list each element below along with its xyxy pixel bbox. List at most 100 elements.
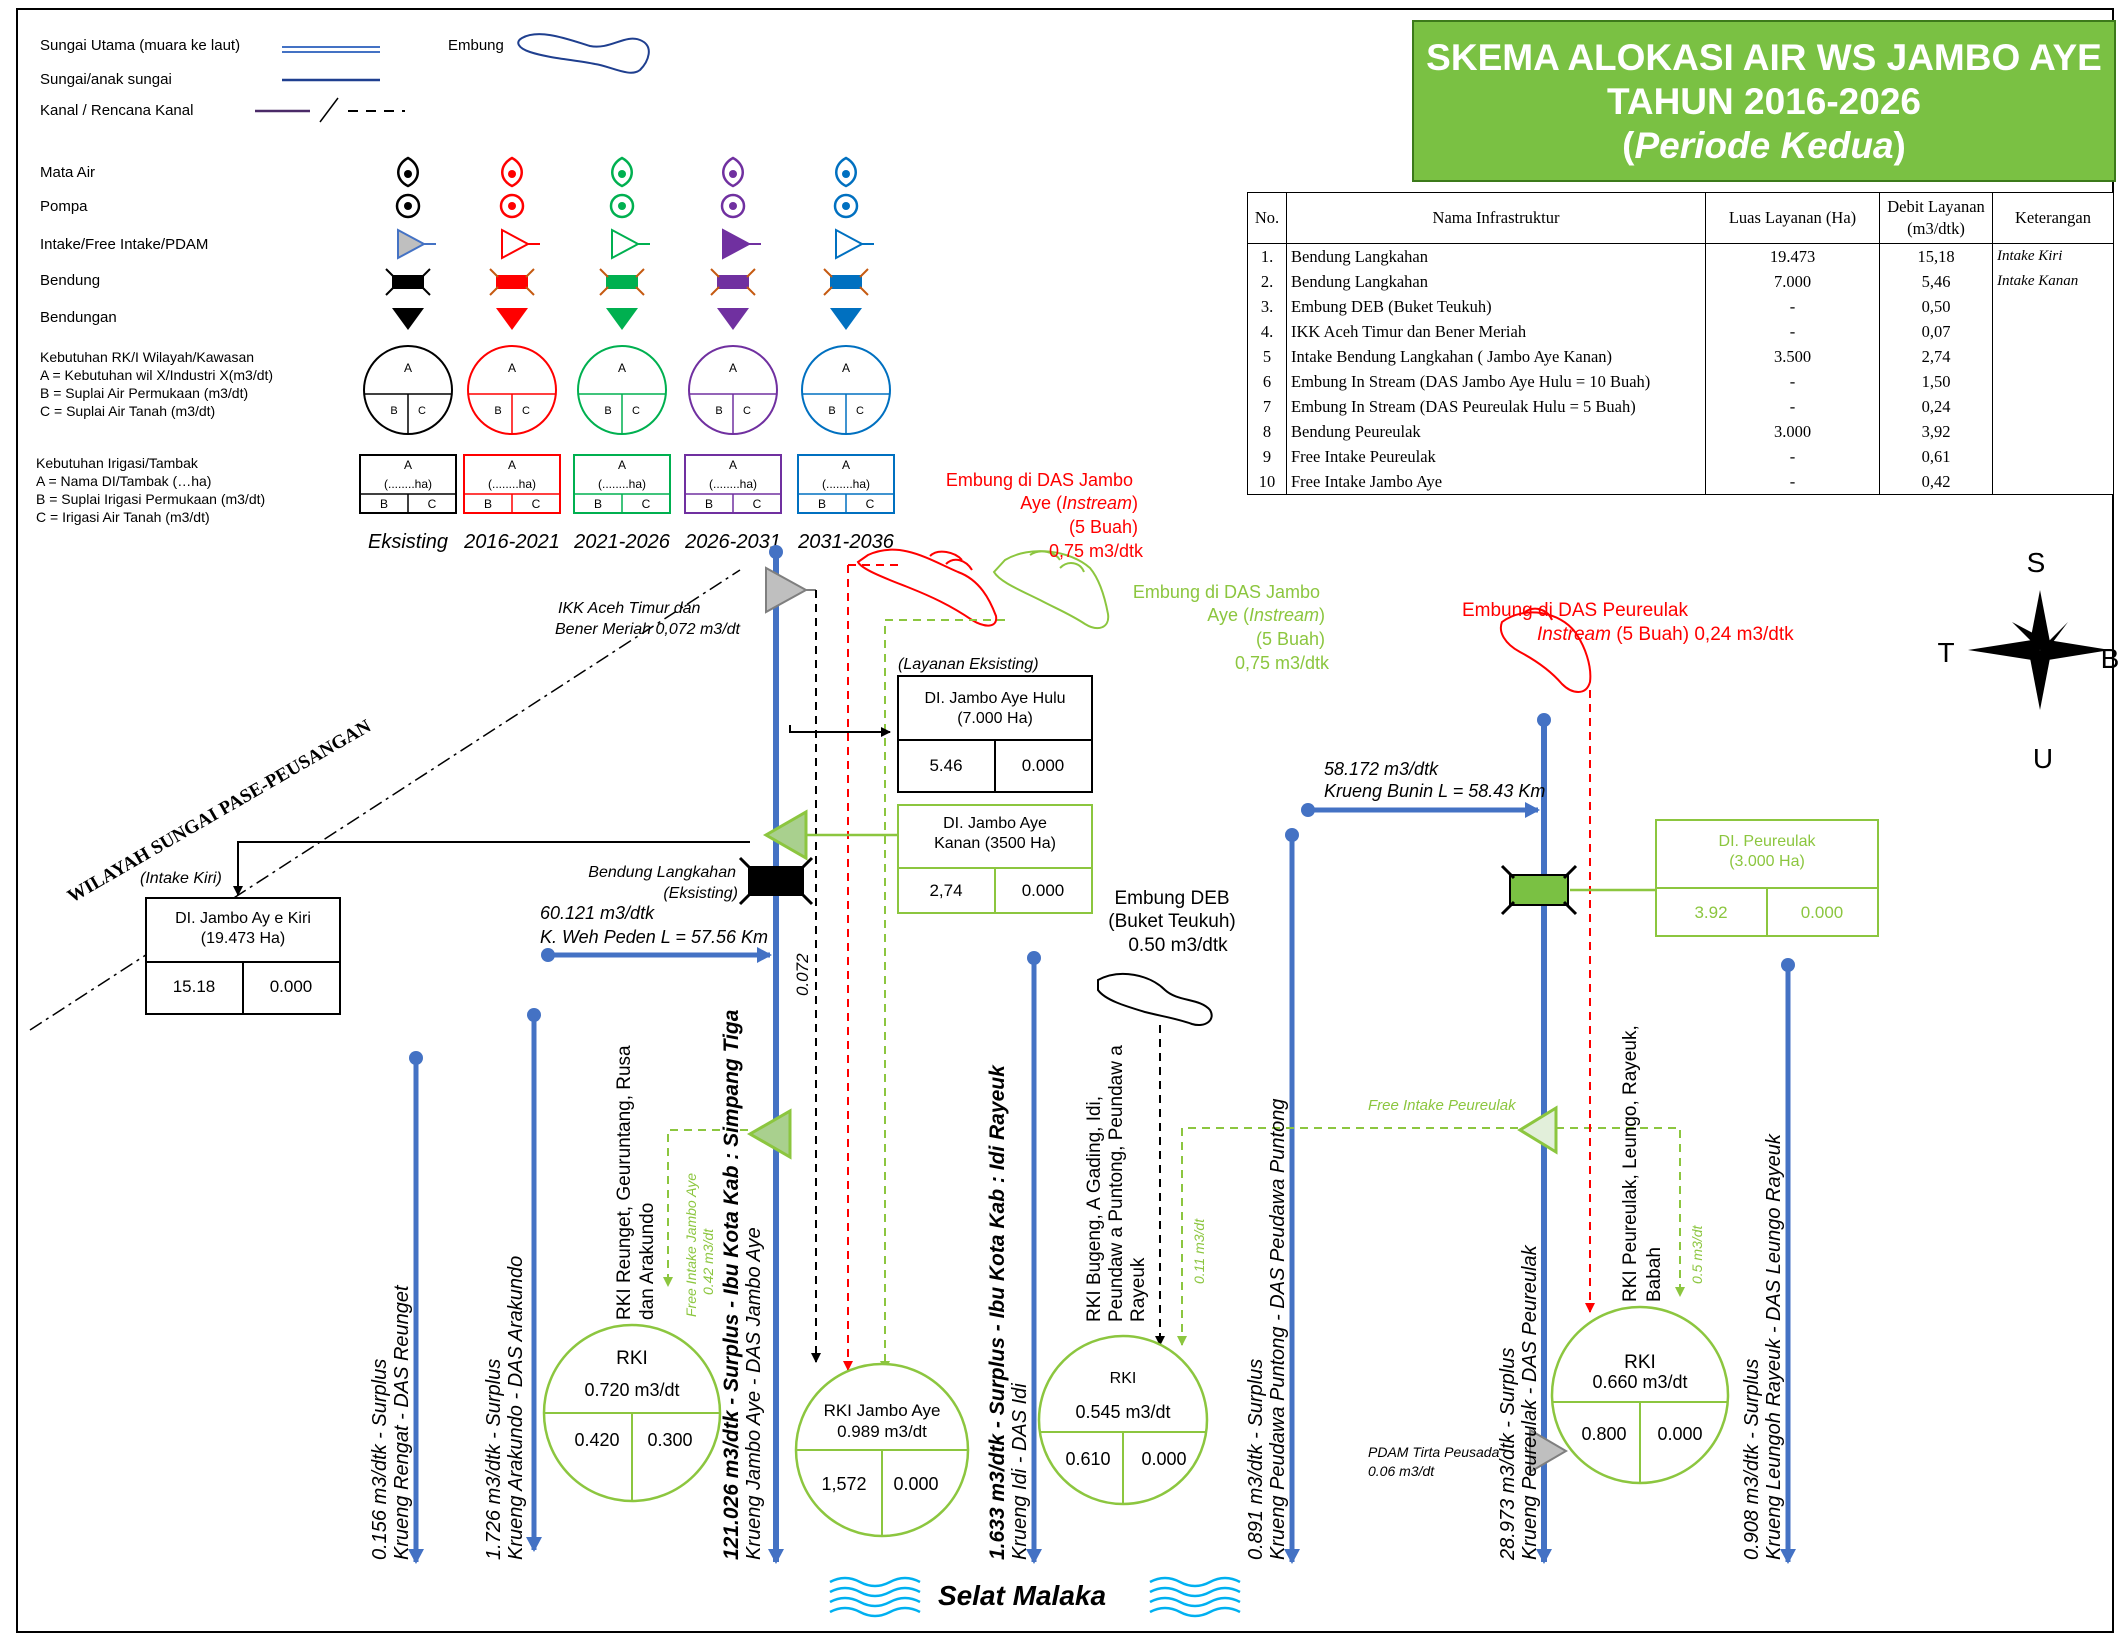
legend-kanal-label: Kanal / Rencana Kanal — [40, 102, 193, 119]
legend-kanal-slash — [319, 97, 339, 123]
embung-jambo-red-line-2b: Instream — [1062, 493, 1132, 513]
di-jambo-hulu-b: 5.46 — [929, 756, 962, 775]
rki-legend-b: B — [390, 405, 397, 417]
embung-deb-label-3: 0.50 m3/dtk — [1128, 935, 1228, 956]
flow-to-di-hulu — [789, 725, 891, 737]
table-cell-no: 2. — [1247, 269, 1287, 294]
table-cell-keterangan — [1992, 344, 2114, 369]
legend-period-label: 2026-2031 — [684, 531, 781, 553]
weh-label-1: 60.121 m3/dtk — [540, 903, 655, 923]
rki-reunget-c: 0.300 — [647, 1430, 692, 1450]
intake-icon — [611, 228, 641, 260]
pompa-icon — [499, 193, 525, 219]
mata-air-dot — [508, 170, 516, 178]
legend-bendung-label: Bendung — [40, 272, 100, 289]
di-jambo-kanan-area: Kanan (3500 Ha) — [934, 835, 1056, 852]
rki-jambo-aye-a: 0.989 m3/dt — [837, 1422, 927, 1441]
compass-u: U — [2033, 743, 2053, 774]
pompa-dot — [729, 202, 737, 210]
legend-period-label: Eksisting — [368, 531, 448, 553]
rki-legend-a: A — [508, 361, 516, 375]
rki-jambo-aye: RKI Jambo Aye 0.989 m3/dt 1,572 0.000 — [794, 1362, 970, 1538]
river-label-4-2: Krueng Peudawa Puntong - DAS Peudawa Pun… — [1267, 1099, 1289, 1560]
table-row: 3.Embung DEB (Buket Teukuh)-0,50 — [1247, 294, 2114, 319]
embung-jambo-green-line-1: Embung di DAS Jambo — [1133, 582, 1320, 602]
river-peudawa-source — [1285, 828, 1299, 842]
rki-legend-a: A — [618, 361, 626, 375]
river-arakundo-source — [527, 1008, 541, 1022]
table-cell-debit: 0,61 — [1879, 444, 1993, 469]
river-label-1-2: Krueng Arakundo - DAS Arakundo — [505, 1256, 527, 1560]
irr-legend-ha: (........ha) — [488, 477, 536, 491]
table-cell-no: 1. — [1247, 243, 1287, 269]
di-jambo-kiri-name: DI. Jambo Ay e Kiri — [175, 910, 311, 927]
rki-peureulak-b: 0.800 — [1581, 1424, 1626, 1444]
rki-legend-a: A — [729, 361, 737, 375]
river-label-5-2: Krueng Peureulak - DAS Peureulak — [1519, 1244, 1541, 1560]
di-jambo-kiri-b: 15.18 — [173, 977, 216, 996]
rki-legend-b: B — [715, 405, 722, 417]
pompa-icon — [720, 193, 746, 219]
legend-bendungan-label: Bendungan — [40, 309, 117, 326]
rki-legend-c: C — [632, 405, 640, 417]
rki-legend-b: B — [494, 405, 501, 417]
table-cell-debit: 1,50 — [1879, 369, 1993, 394]
rki-peureulak-label-1: RKI Peureulak, Leungo, Rayeuk, — [1620, 1025, 1641, 1302]
table-cell-keterangan — [1992, 319, 2114, 344]
legend-embung-icon — [517, 33, 650, 74]
rki-reunget-b: 0.420 — [574, 1430, 619, 1450]
bendung-wings — [710, 268, 756, 296]
rki-legend-a: A — [842, 361, 850, 375]
di-jambo-hulu: DI. Jambo Aye Hulu (7.000 Ha) 5.46 0.000 — [897, 675, 1093, 793]
bendung-wings — [823, 268, 869, 296]
table-cell-keterangan — [1992, 444, 2114, 469]
irr-legend-c: C — [753, 497, 762, 511]
col-nama: Nama Infrastruktur — [1286, 192, 1706, 244]
di-boxes: DI. Jambo Aye Hulu (7.000 Ha) 5.46 0.000… — [145, 675, 1879, 1015]
irr-legend-b: B — [818, 497, 826, 511]
flow-to-di-kiri — [233, 841, 750, 896]
table-cell-keterangan — [1992, 294, 2114, 319]
intake-jambo-kanan-icon — [762, 809, 808, 861]
embung-jambo-red-line-2a: Aye ( — [1020, 493, 1062, 513]
legend-intake-label: Intake/Free Intake/PDAM — [40, 236, 208, 253]
river-label-0-1: 0.156 m3/dtk - Surplus — [369, 1359, 391, 1560]
pdam-label-2: 0.06 m3/dt — [1368, 1463, 1435, 1479]
rki-peureulak-title: RKI — [1624, 1352, 1656, 1373]
embung-jambo-red-line-3: (5 Buah) — [1069, 517, 1138, 537]
legend-anak-sungai-label: Sungai/anak sungai — [40, 71, 172, 88]
bendung-langkahan-label-1: Bendung Langkahan — [588, 864, 736, 881]
rki-legend-c: C — [743, 405, 751, 417]
title-paren-close: ) — [1893, 125, 1906, 166]
river-idi-source — [1027, 951, 1041, 965]
title-paren-open: ( — [1622, 125, 1635, 166]
di-peureulak-name: DI. Peureulak — [1719, 833, 1817, 850]
mata-air-dot — [404, 170, 412, 178]
table-cell-luas: 7.000 — [1705, 269, 1880, 294]
tributary-bunin-source — [1301, 803, 1315, 817]
table-cell-luas: - — [1705, 394, 1880, 419]
weh-label-2: K. Weh Peden L = 57.56 Km — [540, 927, 768, 947]
di-jambo-kanan: DI. Jambo Aye Kanan (3500 Ha) 2,74 0.000 — [897, 804, 1093, 914]
embung-jambo-red-line-1: Embung di DAS Jambo — [946, 470, 1133, 490]
river-leungo-source — [1781, 958, 1795, 972]
compass-south-arm — [2030, 650, 2050, 710]
table-cell-nama: Bendung Langkahan — [1286, 243, 1706, 269]
embung-deb-icon — [1097, 972, 1213, 1026]
sea-waves-left-icon — [829, 1576, 921, 1618]
table-row: 4.IKK Aceh Timur dan Bener Meriah-0,07 — [1247, 319, 2114, 344]
irr-legend-ha: (........ha) — [598, 477, 646, 491]
rki-idi: RKI 0.545 m3/dt 0.610 0.000 — [1037, 1334, 1209, 1506]
di-jambo-kanan-b: 2,74 — [929, 881, 962, 900]
rki-circles: RKI 0.720 m3/dt 0.420 0.300 RKI Jambo Ay… — [542, 1305, 1730, 1538]
table-cell-nama: Embung In Stream (DAS Jambo Aye Hulu = 1… — [1286, 369, 1706, 394]
irr-legend-a: A — [508, 458, 516, 472]
rki-legend-a: A — [404, 361, 412, 375]
legend-mata-air-label: Mata Air — [40, 164, 95, 181]
embungs — [856, 548, 1592, 1026]
rki-reunget-label-2: dan Arakundo — [637, 1203, 658, 1320]
